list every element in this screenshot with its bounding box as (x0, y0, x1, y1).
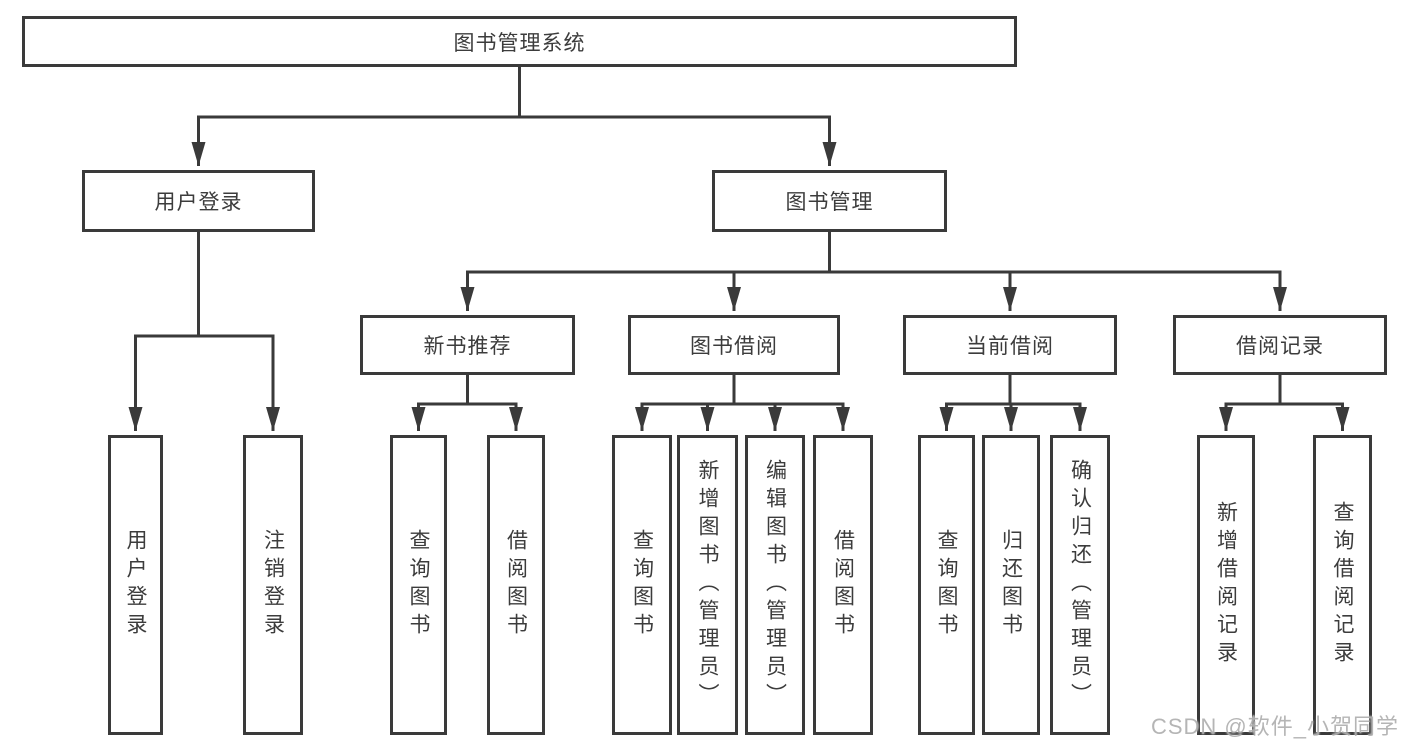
leaf-logout: 注销登录 (243, 435, 303, 735)
leaf-add-borrow-record: 新增借阅记录 (1197, 435, 1255, 735)
leaf-label: 借阅图书 (831, 529, 855, 641)
leaf-label: 编辑图书（管理员） (763, 459, 787, 711)
leaf-borrow-books-recommend: 借阅图书 (487, 435, 545, 735)
leaf-query-books-borrowing: 查询图书 (612, 435, 672, 735)
node-book-borrowing: 图书借阅 (628, 315, 840, 375)
leaf-label: 查询图书 (935, 529, 958, 641)
leaf-label: 新增借阅记录 (1214, 501, 1238, 669)
node-label: 图书管理系统 (453, 31, 586, 55)
leaf-label: 查询借阅记录 (1331, 501, 1354, 669)
leaf-edit-books-admin: 编辑图书（管理员） (745, 435, 805, 735)
node-book-management: 图书管理 (712, 170, 947, 232)
leaf-user-login: 用户登录 (108, 435, 163, 735)
node-label: 图书借阅 (690, 335, 778, 358)
csdn-watermark: CSDN @软件_小贺同学 (1150, 714, 1399, 739)
leaf-borrow-books-borrowing: 借阅图书 (813, 435, 873, 735)
leaf-label: 查询图书 (407, 529, 430, 641)
node-book-management-system: 图书管理系统 (22, 16, 1017, 67)
leaf-return-books: 归还图书 (982, 435, 1040, 735)
node-new-book-recommend: 新书推荐 (360, 315, 575, 375)
node-label: 借阅记录 (1236, 335, 1324, 358)
leaf-label: 新增图书（管理员） (696, 459, 719, 711)
leaf-add-books-admin: 新增图书（管理员） (677, 435, 738, 735)
leaf-query-books-current: 查询图书 (918, 435, 975, 735)
leaf-query-books-recommend: 查询图书 (390, 435, 447, 735)
leaf-query-borrow-record: 查询借阅记录 (1313, 435, 1372, 735)
leaf-label: 用户登录 (124, 529, 147, 641)
leaf-label: 注销登录 (261, 529, 285, 641)
node-label: 用户登录 (154, 191, 243, 214)
node-current-borrowing: 当前借阅 (903, 315, 1117, 375)
leaf-label: 借阅图书 (504, 529, 528, 641)
leaf-label: 查询图书 (630, 529, 654, 641)
node-label: 新书推荐 (423, 335, 512, 358)
node-user-login: 用户登录 (82, 170, 315, 232)
leaf-confirm-return-admin: 确认归还（管理员） (1050, 435, 1110, 735)
node-label: 当前借阅 (966, 335, 1054, 358)
node-label: 图书管理 (785, 191, 874, 214)
leaf-label: 确认归还（管理员） (1068, 459, 1092, 711)
leaf-label: 归还图书 (999, 529, 1023, 641)
node-borrowing-records: 借阅记录 (1173, 315, 1387, 375)
